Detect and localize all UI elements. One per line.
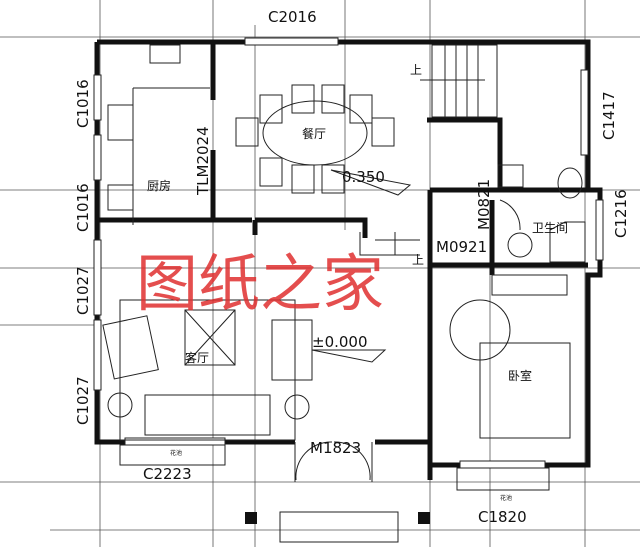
door-label-m0921: M0921 — [436, 238, 487, 256]
armchair — [102, 315, 159, 380]
window-label-bath: C1216 — [612, 189, 630, 238]
room-kitchen: 厨房 — [147, 178, 171, 193]
walls — [94, 39, 603, 480]
staircase — [359, 44, 498, 256]
door-label-m1823: M1823 — [310, 439, 361, 457]
room-bathroom: 卫生间 — [532, 221, 568, 235]
round-table — [449, 299, 511, 361]
labels: C2016 C1016 C1016 C1027 C1027 TLM2024 C1… — [74, 8, 630, 526]
bed — [479, 342, 571, 439]
room-bedroom: 卧室 — [508, 368, 532, 383]
toilet — [557, 167, 583, 199]
window-label-top: C2016 — [268, 8, 317, 26]
column — [245, 512, 257, 524]
door-label-tlm2024: TLM2024 — [194, 126, 212, 196]
window-label-left-lower-1: C1027 — [74, 266, 92, 315]
armchair — [271, 319, 313, 381]
window-label-left-middle: C1016 — [74, 183, 92, 232]
stair-up-label: 上 — [410, 63, 422, 77]
planter-label: 花池 — [170, 449, 182, 457]
door-swing — [499, 199, 521, 231]
stove — [149, 44, 181, 64]
sofa — [144, 394, 271, 436]
window-label-left-upper: C1016 — [74, 79, 92, 128]
column — [418, 512, 430, 524]
stair-up-label: 上 — [412, 253, 424, 267]
door-label-m0821: M0821 — [475, 179, 493, 230]
shower — [549, 221, 586, 263]
rug — [119, 299, 296, 441]
entrance-door-swing — [295, 441, 371, 481]
level-living: ±0.000 — [312, 333, 368, 351]
furniture — [102, 44, 586, 543]
window-label-bottom-left: C2223 — [143, 465, 192, 483]
sink — [107, 104, 134, 141]
windows — [93, 37, 604, 491]
dining-chairs — [235, 84, 395, 194]
watermark: 图纸之家 — [136, 247, 384, 320]
window-label-left-lower-2: C1027 — [74, 376, 92, 425]
coffee-table — [184, 309, 236, 366]
wash-basin — [497, 164, 524, 188]
room-dining: 餐厅 — [302, 126, 326, 141]
level-dining: 0.350 — [342, 168, 385, 186]
window-label-right-upper: C1417 — [600, 91, 618, 140]
planter-label: 花池 — [500, 494, 512, 502]
room-living: 客厅 — [185, 350, 209, 365]
window-label-bottom-right: C1820 — [478, 508, 527, 526]
